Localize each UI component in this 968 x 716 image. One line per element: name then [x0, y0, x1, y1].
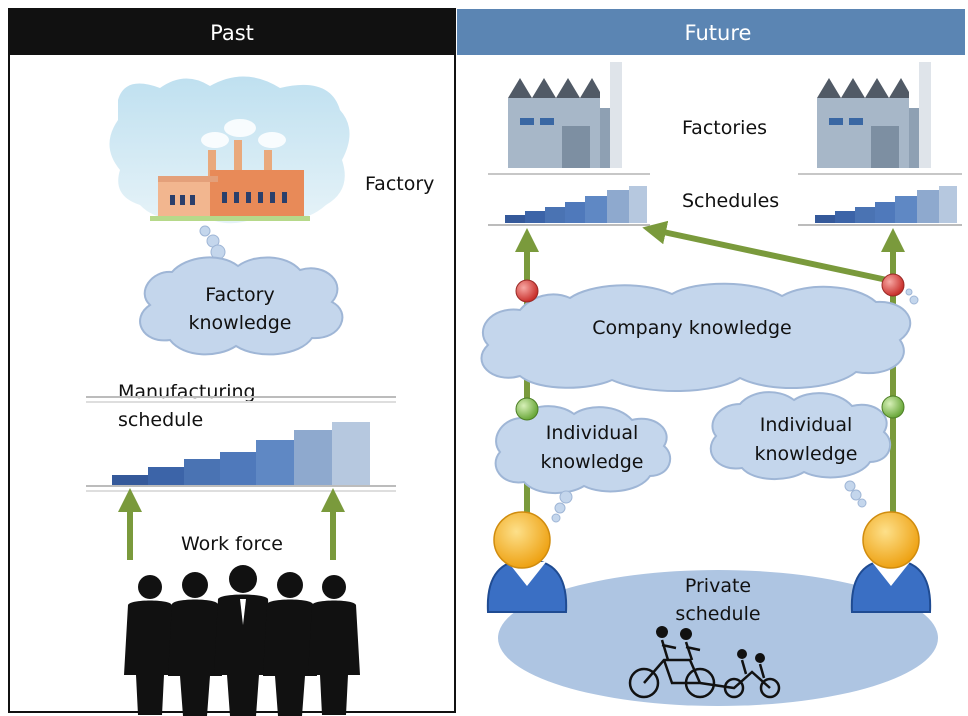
schedules-label: Schedules [682, 190, 779, 212]
manufacturing-schedule-line1: Manufacturing [118, 381, 256, 403]
individual-knowledge-cloud-right [709, 391, 892, 481]
thought-bubble [551, 513, 561, 523]
thought-bubble [857, 498, 867, 508]
thought-bubble [559, 490, 573, 504]
factory-building-left [508, 62, 622, 168]
schedule-bars-right [815, 186, 957, 223]
work-force-label: Work force [181, 533, 283, 555]
individual-knowledge-right-line1: Individual [760, 414, 853, 436]
factory-knowledge-line1: Factory [205, 284, 274, 306]
future-header: Future [685, 21, 752, 45]
factories-label: Factories [682, 117, 767, 139]
person-icon [850, 511, 932, 613]
company-knowledge-cloud [480, 282, 912, 392]
tandem-bicycle-icon [628, 626, 781, 699]
thought-bubble [909, 295, 919, 305]
factory-knowledge-line2: knowledge [189, 312, 292, 334]
factory-building-right [817, 62, 931, 168]
green-node-right [881, 395, 905, 419]
private-schedule-line2: schedule [675, 603, 760, 625]
workforce-silhouettes [124, 565, 360, 716]
private-schedule-line1: Private [685, 575, 751, 597]
individual-knowledge-left-line2: knowledge [541, 451, 644, 473]
thought-bubble [199, 225, 211, 237]
thought-bubble [850, 489, 862, 501]
individual-knowledge-cloud-left [494, 405, 672, 495]
company-knowledge-label: Company knowledge [592, 317, 791, 339]
factory-illustration [109, 76, 350, 224]
red-node-right [881, 273, 905, 297]
green-node-left [515, 397, 539, 421]
diagonal-arrow [642, 220, 888, 283]
manufacturing-schedule-bars [112, 422, 370, 485]
person-icon [486, 511, 568, 613]
factory-label: Factory [365, 173, 434, 195]
thought-bubble [554, 502, 566, 514]
private-schedule-ellipse [498, 570, 938, 706]
individual-knowledge-left-line1: Individual [546, 422, 639, 444]
red-node-left [515, 279, 539, 303]
future-header-bar [457, 9, 965, 55]
thought-bubble [844, 480, 856, 492]
individual-knowledge-right-line2: knowledge [755, 443, 858, 465]
factory-knowledge-cloud [139, 256, 344, 356]
manufacturing-schedule-line2: schedule [118, 409, 203, 431]
past-header: Past [210, 21, 254, 45]
past-header-bar [9, 9, 455, 55]
schedule-bars-left [505, 186, 647, 223]
thought-bubble [905, 288, 913, 296]
